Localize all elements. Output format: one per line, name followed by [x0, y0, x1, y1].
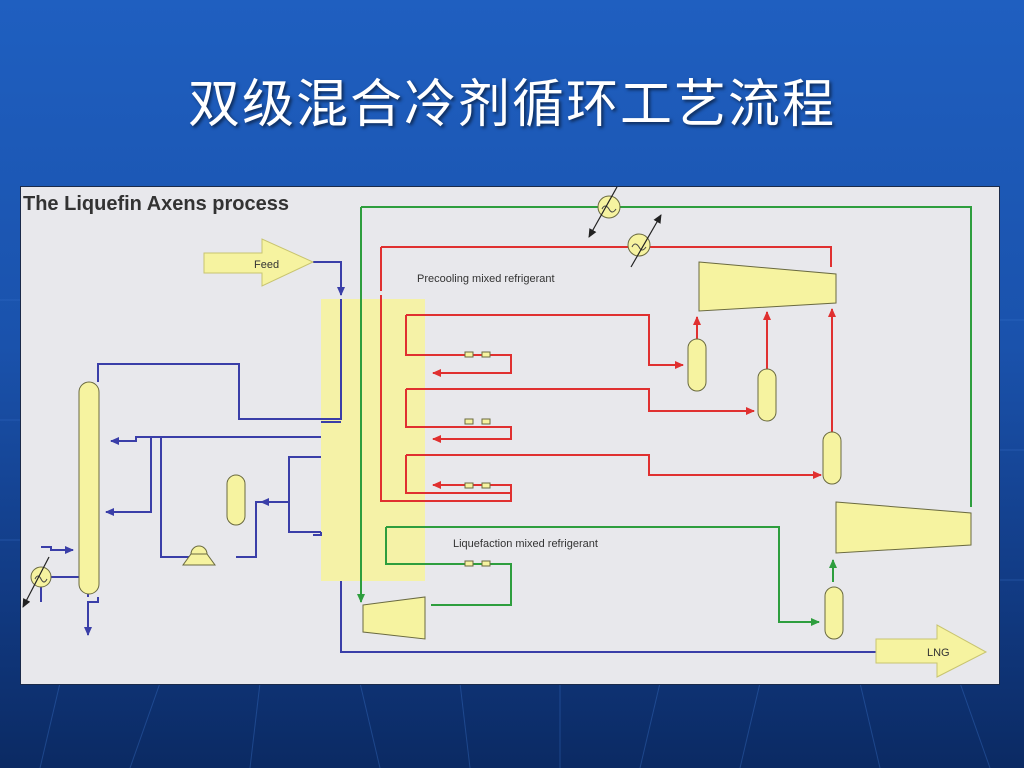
liquefaction-drum: [824, 586, 844, 640]
precooling-compressor: [698, 261, 837, 312]
main-heat-exchanger: [321, 299, 425, 581]
liquefaction-valves: [464, 560, 491, 567]
pump: [182, 545, 216, 566]
reboiler-exchanger: [22, 556, 52, 608]
slide-title: 双级混合冷剂循环工艺流程: [187, 75, 836, 135]
process-flow-svg: The Liquefin Axens process: [22, 187, 988, 678]
lng-label: LNG: [927, 647, 950, 659]
precooling-cooler: [627, 214, 662, 268]
expander: [362, 596, 426, 640]
lng-product-arrow: [875, 624, 988, 678]
natural-gas-lines: [40, 261, 876, 653]
liquefaction-cooler: [588, 187, 621, 238]
reflux-drum: [226, 474, 246, 526]
diagram-heading: The Liquefin Axens process: [23, 193, 289, 215]
process-diagram: The Liquefin Axens process: [20, 186, 1000, 685]
precooling-valves: [464, 351, 491, 489]
precooling-drum-1: [687, 338, 707, 392]
precooling-drum-3: [822, 431, 842, 485]
precooling-label: Precooling mixed refrigerant: [417, 273, 555, 285]
feed-arrow: [203, 238, 315, 287]
precooling-drum-2: [757, 368, 777, 422]
scrub-column: [78, 381, 100, 595]
feed-label: Feed: [254, 259, 279, 271]
liquefaction-label: Liquefaction mixed refrigerant: [453, 538, 598, 550]
liquefaction-lines: [357, 206, 972, 626]
liquefaction-compressor: [835, 501, 972, 554]
